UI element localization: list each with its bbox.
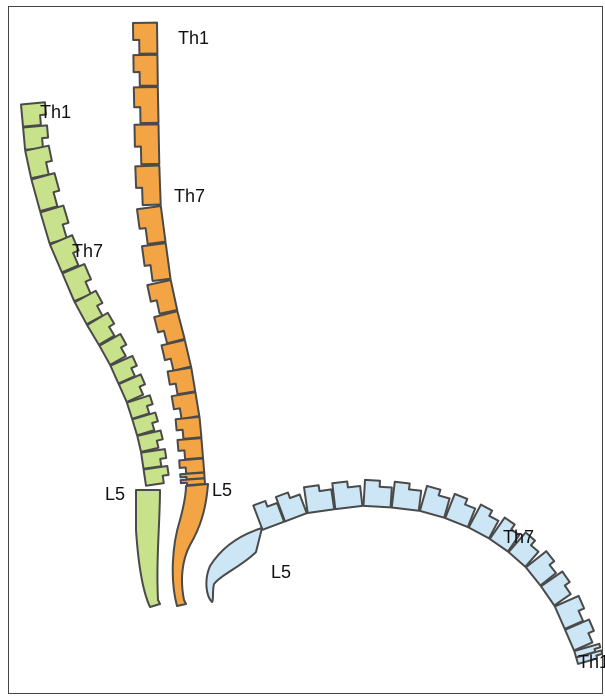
blue-sacrum xyxy=(206,528,262,602)
orange-vertebra-15 xyxy=(179,459,204,474)
orange-vertebra-2 xyxy=(133,55,157,86)
green-th7-label: Th7 xyxy=(72,241,103,261)
orange-vertebra-10 xyxy=(162,340,192,371)
orange-vertebra-7 xyxy=(142,243,171,281)
blue-th1-label: Th1 xyxy=(578,652,605,672)
green-vertebra-3 xyxy=(25,146,52,179)
green-vertebra-4 xyxy=(31,173,59,211)
blue-l5-label: L5 xyxy=(271,562,291,582)
orange-vertebra-14 xyxy=(178,438,204,459)
orange-vertebra-11 xyxy=(168,368,196,395)
blue-vertebra-7 xyxy=(420,486,450,518)
blue-vertebra-3 xyxy=(304,485,334,513)
orange-vertebra-8 xyxy=(147,280,177,314)
blue-vertebra-6 xyxy=(392,482,422,511)
orange-vertebra-5 xyxy=(135,166,160,206)
blue-th7-label: Th7 xyxy=(503,527,534,547)
blue-vertebra-4 xyxy=(332,482,362,510)
spine-blue xyxy=(206,480,602,664)
blue-vertebra-5 xyxy=(364,480,392,508)
green-sacrum xyxy=(136,490,160,607)
green-vertebra-17 xyxy=(144,466,169,486)
orange-th1-label: Th1 xyxy=(178,28,209,48)
orange-vertebra-13 xyxy=(176,417,202,439)
green-th1-label: Th1 xyxy=(40,102,71,122)
orange-vertebra-12 xyxy=(172,392,200,419)
orange-l5-label: L5 xyxy=(212,480,232,500)
orange-vertebra-9 xyxy=(154,311,184,343)
orange-vertebra-3 xyxy=(134,87,159,123)
green-l5-label: L5 xyxy=(105,484,125,504)
orange-th7-label: Th7 xyxy=(174,186,205,206)
orange-vertebra-6 xyxy=(137,206,166,244)
orange-vertebra-1 xyxy=(133,23,157,54)
orange-vertebra-4 xyxy=(135,124,160,164)
orange-sacrum xyxy=(173,484,208,606)
